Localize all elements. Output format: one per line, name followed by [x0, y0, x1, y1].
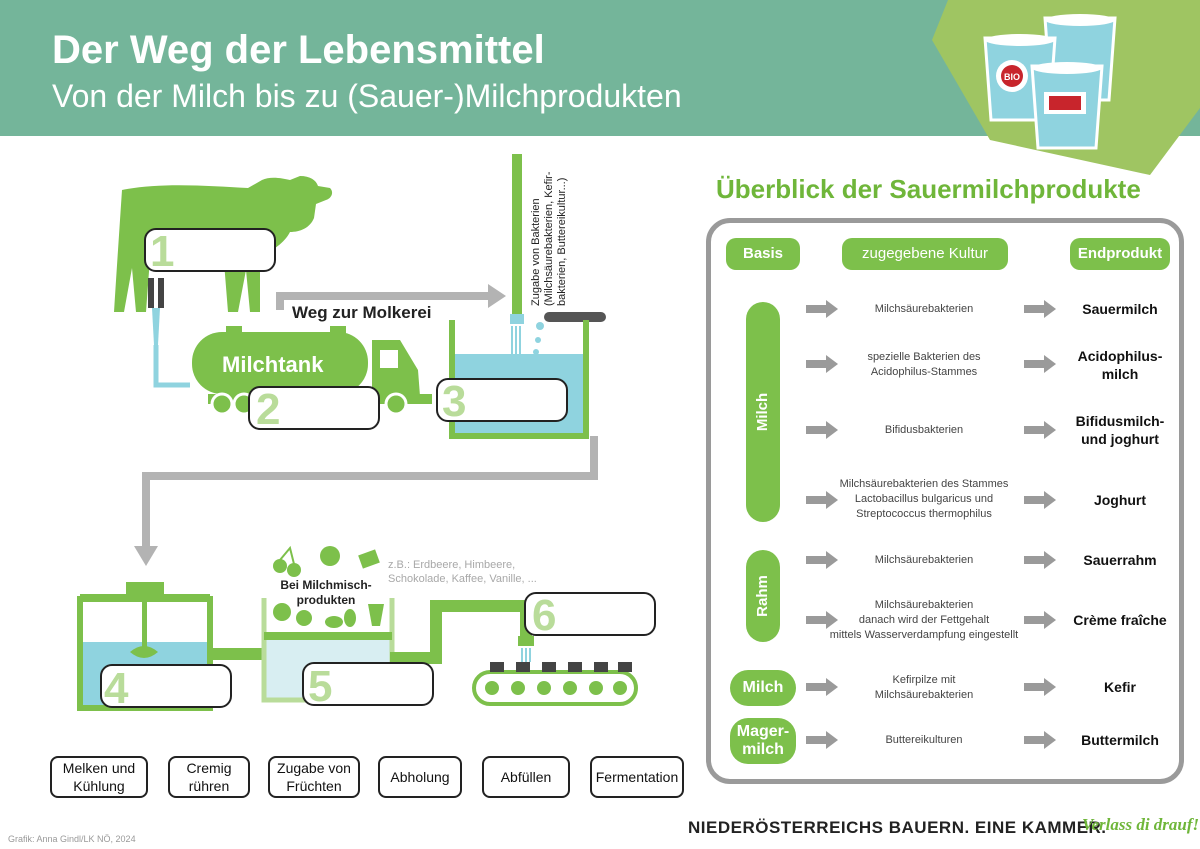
- row-arrow-4-2: [1024, 491, 1056, 509]
- dosing-nozzle-icon: [544, 312, 606, 322]
- answer-box-3[interactable]: [436, 378, 568, 422]
- step-number-3: 3: [442, 377, 467, 426]
- conveyor-belt-icon: [472, 662, 638, 706]
- answer-box-1[interactable]: [144, 228, 276, 272]
- row-arrow-7-2: [1024, 678, 1056, 696]
- row-arrow-8-2: [1024, 731, 1056, 749]
- product-row-7: Kefir: [1104, 679, 1136, 695]
- basis-rahm: Rahm: [746, 550, 780, 642]
- cup-bio-label: BIO: [1004, 72, 1020, 82]
- row-arrow-5-2: [1024, 551, 1056, 569]
- row-arrow-2-1: [806, 355, 838, 373]
- header-basis: Basis: [726, 238, 800, 270]
- step-number-1: 1: [150, 227, 175, 276]
- stirrer-icon: [130, 646, 158, 658]
- product-row-4: Joghurt: [1093, 492, 1147, 508]
- product-row-6: Crème fraîche: [1073, 612, 1167, 628]
- row-arrow-6-2: [1024, 611, 1056, 629]
- page-subtitle: Von der Milch bis zu (Sauer-)Milchproduk…: [52, 78, 682, 114]
- row-arrow-2-2: [1024, 355, 1056, 373]
- chocolate-icon: [358, 549, 380, 569]
- culture-row-1: Milchsäurebakterien: [874, 303, 974, 315]
- step-label-fermentation[interactable]: Fermentation: [590, 756, 684, 798]
- apricot-icon: [320, 546, 340, 566]
- mix-label: Bei Milchmisch- produkten: [280, 578, 372, 607]
- product-row-5: Sauerrahm: [1083, 552, 1157, 568]
- milking-unit-icon: [148, 278, 190, 388]
- row-arrow-3-1: [806, 421, 838, 439]
- footer-slogan: Verlass di drauf!: [1082, 815, 1200, 834]
- row-arrow-7-1: [806, 678, 838, 696]
- product-row-1: Sauermilch: [1082, 301, 1158, 317]
- row-arrow-5-1: [806, 551, 838, 569]
- answer-box-6[interactable]: [524, 592, 656, 636]
- image-credit: Grafik: Anna Gindl/LK NÖ, 2024: [8, 834, 136, 844]
- product-row-3: Bifidusmilch-und joghurt: [1075, 413, 1165, 447]
- step-number-2: 2: [256, 385, 281, 434]
- truck-label: Milchtank: [222, 352, 324, 377]
- culture-row-3: Bifidusbakterien: [884, 424, 964, 436]
- step-number-4: 4: [104, 664, 129, 713]
- culture-row-5: Milchsäurebakterien: [874, 554, 974, 566]
- road-label: Weg zur Molkerei: [292, 303, 432, 322]
- cherry-icon: [273, 545, 301, 577]
- basis-magermilch: Mager-milch: [730, 718, 796, 764]
- footer-organisation: NIEDERÖSTERREICHS BAUERN. EINE KAMMER.: [688, 818, 1107, 837]
- basis-milch-kefir: Milch: [730, 670, 796, 706]
- answer-box-2[interactable]: [248, 386, 380, 430]
- fruit-example-note: z.B.: Erdbeere, Himbeere, Schokolade, Ka…: [388, 559, 537, 585]
- row-arrow-4-1: [806, 491, 838, 509]
- answer-box-5[interactable]: [302, 662, 434, 706]
- step-number-5: 5: [308, 662, 333, 711]
- culture-row-8: Buttereikulturen: [885, 734, 963, 746]
- product-row-8: Buttermilch: [1081, 732, 1159, 748]
- row-arrow-1-1: [806, 300, 838, 318]
- step-number-6: 6: [532, 591, 557, 640]
- answer-box-4[interactable]: [100, 664, 232, 708]
- basis-milch: Milch: [746, 302, 780, 522]
- row-arrow-6-1: [806, 611, 838, 629]
- header-kultur: zugegebene Kultur: [842, 238, 1008, 270]
- page-title: Der Weg der Lebensmittel: [52, 28, 545, 72]
- overview-title: Überblick der Sauermilchprodukte: [716, 174, 1141, 204]
- yogurt-cups-icon: [983, 14, 1117, 150]
- row-arrow-1-2: [1024, 300, 1056, 318]
- product-row-2: Acidophilus-milch: [1077, 348, 1163, 382]
- header-endprodukt: Endprodukt: [1070, 238, 1170, 270]
- row-arrow-8-1: [806, 731, 838, 749]
- bacteria-pipe: [512, 154, 522, 314]
- step-label-abfuellen[interactable]: Abfüllen: [482, 756, 570, 798]
- fruit-icons: [273, 603, 384, 628]
- step-label-abholung[interactable]: Abholung: [378, 756, 462, 798]
- row-arrow-3-2: [1024, 421, 1056, 439]
